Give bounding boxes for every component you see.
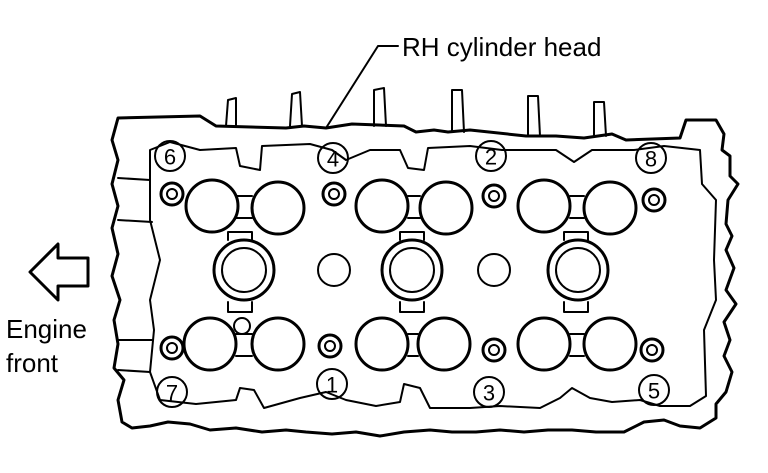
svg-text:8: 8 [645,147,657,172]
bolt-callout-5: 5 [638,374,670,406]
left-flange-detail [117,177,153,373]
svg-text:1: 1 [326,373,338,398]
cylinder-head-outline [110,114,740,438]
label-leader-line [325,45,399,129]
bolt-callout-8: 8 [635,142,667,174]
bolt-callout-1: 1 [316,368,348,400]
deck-inner-outline [149,141,717,409]
engine-front-label-line1: Engine [6,314,87,344]
rh-cylinder-head-label: RH cylinder head [402,32,601,62]
bolt-sequence-callouts: 6 4 2 8 7 1 3 5 [154,140,670,408]
svg-text:2: 2 [485,145,497,170]
central-bosses [212,231,610,335]
svg-text:7: 7 [166,381,178,406]
engine-front-label-line2: front [6,348,59,378]
bolt-callout-6: 6 [154,140,186,172]
bolt-callout-3: 3 [473,376,505,408]
bolt-callout-2: 2 [475,140,507,172]
valve-openings [182,178,638,372]
svg-text:4: 4 [327,147,339,172]
svg-text:3: 3 [483,381,495,406]
bolt-callout-4: 4 [317,142,349,174]
bolt-holes [159,181,667,363]
studs [225,87,607,137]
bolt-callout-7: 7 [156,376,188,408]
svg-text:6: 6 [164,145,176,170]
valve-bridges [235,195,585,357]
engine-front-arrow-icon [28,242,90,302]
svg-text:5: 5 [648,379,660,404]
